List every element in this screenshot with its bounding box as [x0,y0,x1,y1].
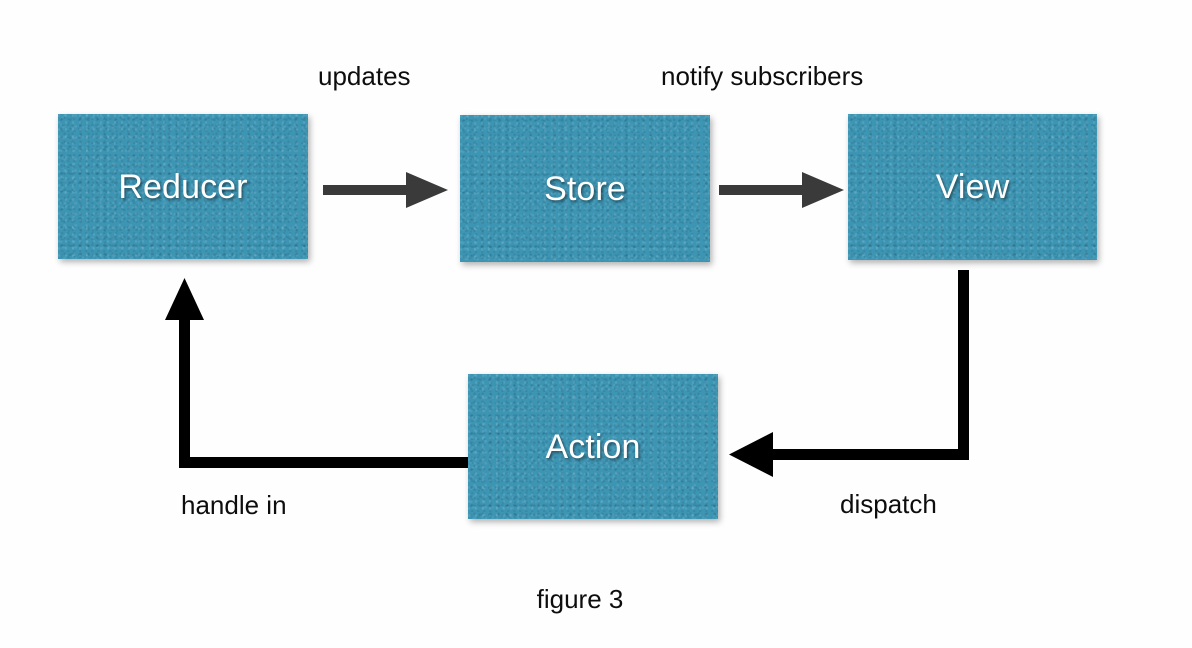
node-action[interactable]: Action [468,374,718,519]
node-view-label: View [935,168,1010,206]
arrow-store-to-view-icon [719,172,844,208]
edge-label-notify-subscribers: notify subscribers [661,61,864,91]
edge-label-dispatch: dispatch [840,489,937,519]
node-action-label: Action [545,427,641,466]
node-store[interactable]: Store [460,115,710,262]
node-reducer-label: Reducer [118,167,248,206]
figure-caption: figure 3 [536,584,624,614]
node-view[interactable]: View [848,114,1097,260]
arrow-action-to-reducer-icon [165,278,470,468]
arrow-view-to-action-icon [729,270,969,477]
edge-label-handle-in: handle in [181,490,287,520]
edge-label-updates: updates [318,61,411,91]
node-store-label: Store [544,169,626,208]
arrow-reducer-to-store-icon [323,172,448,208]
node-reducer[interactable]: Reducer [58,114,308,259]
